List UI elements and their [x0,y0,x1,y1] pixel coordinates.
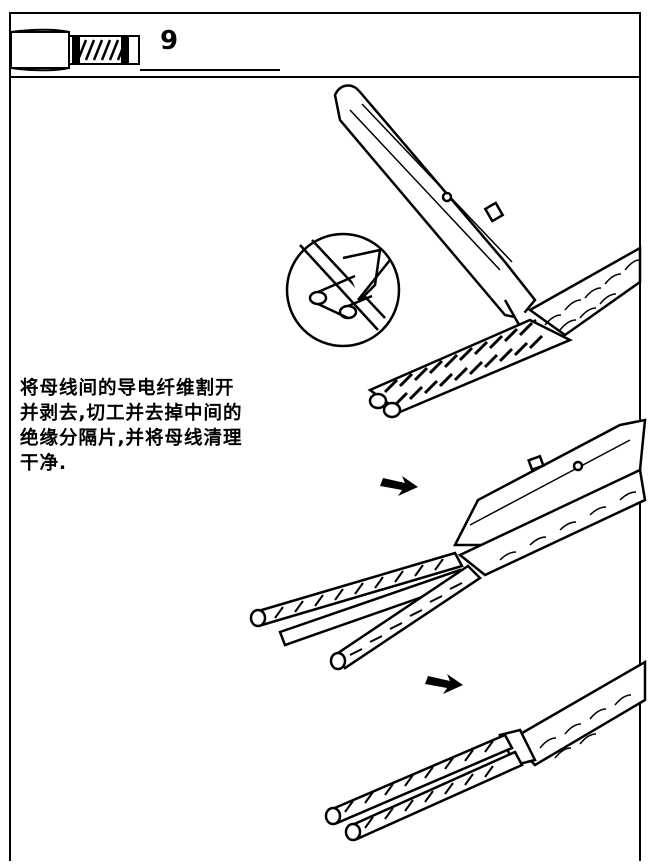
bottom-cable-illustration [324,659,647,842]
cable-end-icon [10,28,280,72]
middle-knife-illustration [452,418,647,577]
magnified-detail-icon [285,232,401,348]
step-number: 9 [160,26,179,56]
instruction-text: 将母线间的导电纤维割开 并剥去,切工并去掉中间的 绝缘分隔片,并将母线清理 干净… [20,378,243,474]
header-divider [9,76,641,78]
separated-conductors-illustration [249,551,482,671]
arrow-right-icon [380,476,463,694]
top-cable-illustration [367,245,642,419]
